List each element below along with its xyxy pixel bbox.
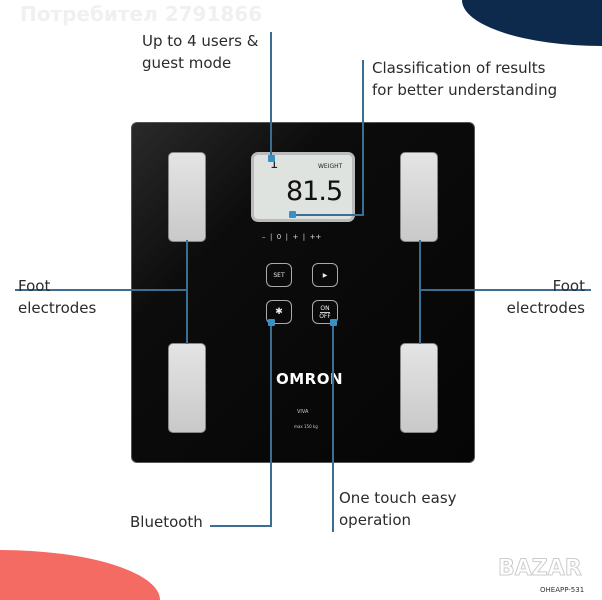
foot-electrode-left-top [168,152,206,242]
mode-label: WEIGHT [318,163,343,170]
bazar-logo: BAZAR [498,556,583,582]
navy-corner-shape [462,0,602,46]
brand-logo: OMRON [276,370,344,388]
foot-electrode-right-top [400,152,438,242]
weight-value: 81.5 [286,176,343,207]
set-button[interactable]: SET [266,263,292,287]
watermark: Потребител 2791866 [20,2,263,26]
foot-electrode-right-bottom [400,343,438,433]
on-label: ON [320,304,330,313]
model-name: VIVA [297,409,309,415]
coral-corner-shape [0,550,160,600]
next-button[interactable]: ▶ [312,263,338,287]
user-number: 1 [270,157,279,172]
callout-users: Up to 4 users &guest mode [142,32,259,72]
logo-code: OHEAPP-531 [540,586,585,594]
foot-electrode-left-bottom [168,343,206,433]
off-label: OFF [319,312,331,320]
classification-scale: – | 0 | + | ++ [262,233,322,241]
callout-bluetooth: Bluetooth [130,513,203,531]
on-off-button[interactable]: ON OFF [312,300,338,324]
lcd-display: 1 WEIGHT 81.5 [251,152,355,222]
bluetooth-button[interactable]: ✱ [266,300,292,324]
max-capacity: max 150 kg [294,424,318,429]
